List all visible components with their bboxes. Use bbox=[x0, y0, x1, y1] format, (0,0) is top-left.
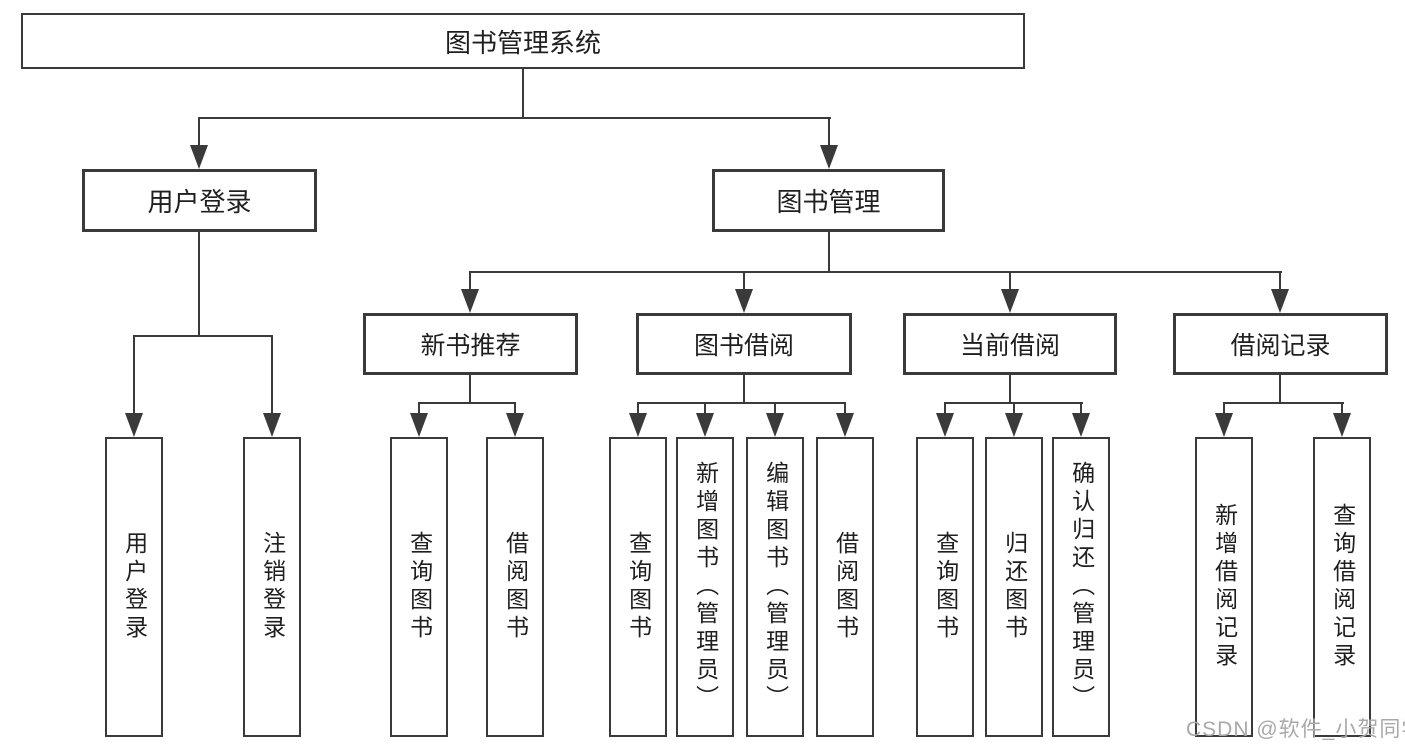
connector-vertical bbox=[469, 375, 471, 403]
arrowhead-down bbox=[410, 413, 428, 437]
arrowhead-down bbox=[1271, 289, 1289, 313]
connector-vertical bbox=[1080, 402, 1082, 416]
connector-vertical bbox=[743, 375, 745, 403]
connector-vertical bbox=[418, 402, 420, 416]
leaf-query-books-current: 查询图书 bbox=[916, 437, 974, 737]
node-label: 当前借阅 bbox=[959, 332, 1060, 360]
node-borrowing-records: 借阅记录 bbox=[1173, 313, 1388, 375]
connector-vertical bbox=[514, 402, 516, 416]
node-label: 归还图书 bbox=[1001, 531, 1028, 643]
leaf-return-book: 归还图书 bbox=[985, 437, 1043, 737]
connector-horizontal bbox=[418, 402, 516, 404]
node-new-book-recommendation: 新书推荐 bbox=[363, 313, 578, 375]
leaf-add-book-admin: 新增图书（管理员） bbox=[676, 437, 734, 737]
leaf-edit-book-admin: 编辑图书（管理员） bbox=[746, 437, 804, 737]
node-label: 新增图书（管理员） bbox=[692, 461, 719, 713]
connector-vertical bbox=[828, 117, 830, 148]
connector-vertical bbox=[704, 402, 706, 416]
node-label: 编辑图书（管理员） bbox=[762, 461, 789, 713]
node-current-borrowing: 当前借阅 bbox=[903, 313, 1117, 375]
csdn-watermark: CSDN @软件_小贺同学 bbox=[1186, 718, 1405, 741]
connector-vertical bbox=[198, 232, 200, 337]
connector-vertical bbox=[774, 402, 776, 416]
connector-vertical bbox=[1279, 375, 1281, 403]
arrowhead-down bbox=[735, 289, 753, 313]
connector-vertical bbox=[944, 402, 946, 416]
connector-vertical bbox=[469, 271, 471, 291]
node-label: 查询借阅记录 bbox=[1329, 503, 1356, 671]
arrowhead-down bbox=[506, 413, 524, 437]
node-label: 注销登录 bbox=[259, 531, 286, 643]
arrowhead-down bbox=[1072, 413, 1090, 437]
connector-vertical bbox=[198, 117, 200, 148]
leaf-query-borrow-record: 查询借阅记录 bbox=[1313, 437, 1371, 737]
connector-horizontal bbox=[133, 335, 273, 337]
arrowhead-down bbox=[1001, 289, 1019, 313]
connector-vertical bbox=[133, 335, 135, 415]
connector-vertical bbox=[271, 335, 273, 415]
arrowhead-down bbox=[1333, 413, 1351, 437]
node-label: 确认归还（管理员） bbox=[1068, 461, 1095, 713]
node-user-login: 用户登录 bbox=[82, 169, 317, 232]
connector-vertical bbox=[637, 402, 639, 416]
node-library-management-system: 图书管理系统 bbox=[21, 13, 1025, 69]
connector-vertical bbox=[828, 232, 830, 273]
connector-horizontal bbox=[198, 117, 831, 119]
connector-horizontal bbox=[1223, 402, 1344, 404]
node-label: 查询图书 bbox=[625, 531, 652, 643]
connector-vertical bbox=[1013, 402, 1015, 416]
connector-vertical bbox=[1341, 402, 1343, 416]
node-label: 查询图书 bbox=[406, 531, 433, 643]
arrowhead-down bbox=[190, 145, 208, 169]
arrowhead-down bbox=[936, 413, 954, 437]
leaf-query-books-borrowing: 查询图书 bbox=[609, 437, 667, 737]
node-label: 借阅图书 bbox=[832, 531, 859, 643]
node-label: 查询图书 bbox=[932, 531, 959, 643]
connector-vertical bbox=[1009, 375, 1011, 403]
connector-horizontal bbox=[469, 271, 1282, 273]
node-label: 图书管理 bbox=[776, 187, 881, 217]
connector-vertical bbox=[1009, 271, 1011, 291]
node-book-borrowing: 图书借阅 bbox=[636, 313, 852, 375]
arrowhead-down bbox=[629, 413, 647, 437]
arrowhead-down bbox=[1215, 413, 1233, 437]
node-label: 用户登录 bbox=[147, 187, 252, 217]
leaf-logout: 注销登录 bbox=[243, 437, 301, 737]
arrowhead-down bbox=[696, 413, 714, 437]
connector-vertical bbox=[1223, 402, 1225, 416]
connector-vertical bbox=[522, 69, 524, 118]
arrowhead-down bbox=[263, 413, 281, 437]
node-label: 借阅记录 bbox=[1230, 332, 1331, 360]
connector-vertical bbox=[844, 402, 846, 416]
node-book-management: 图书管理 bbox=[712, 169, 945, 232]
arrowhead-down bbox=[1005, 413, 1023, 437]
connector-vertical bbox=[1279, 271, 1281, 291]
leaf-confirm-return-admin: 确认归还（管理员） bbox=[1052, 437, 1110, 737]
node-label: 借阅图书 bbox=[502, 531, 529, 643]
leaf-borrow-books-recommend: 借阅图书 bbox=[486, 437, 544, 737]
arrowhead-down bbox=[461, 289, 479, 313]
connector-horizontal bbox=[637, 402, 846, 404]
node-label: 图书管理系统 bbox=[444, 27, 601, 58]
leaf-borrow-books-borrowing: 借阅图书 bbox=[816, 437, 874, 737]
node-label: 新书推荐 bbox=[420, 332, 521, 360]
leaf-query-books-recommend: 查询图书 bbox=[390, 437, 448, 737]
node-label: 图书借阅 bbox=[693, 332, 794, 360]
leaf-add-borrow-record: 新增借阅记录 bbox=[1195, 437, 1253, 737]
connector-vertical bbox=[743, 271, 745, 291]
arrowhead-down bbox=[766, 413, 784, 437]
node-label: 新增借阅记录 bbox=[1211, 503, 1238, 671]
arrowhead-down bbox=[836, 413, 854, 437]
node-label: 用户登录 bbox=[121, 531, 148, 643]
arrowhead-down bbox=[820, 145, 838, 169]
leaf-user-login: 用户登录 bbox=[105, 437, 163, 737]
arrowhead-down bbox=[125, 413, 143, 437]
